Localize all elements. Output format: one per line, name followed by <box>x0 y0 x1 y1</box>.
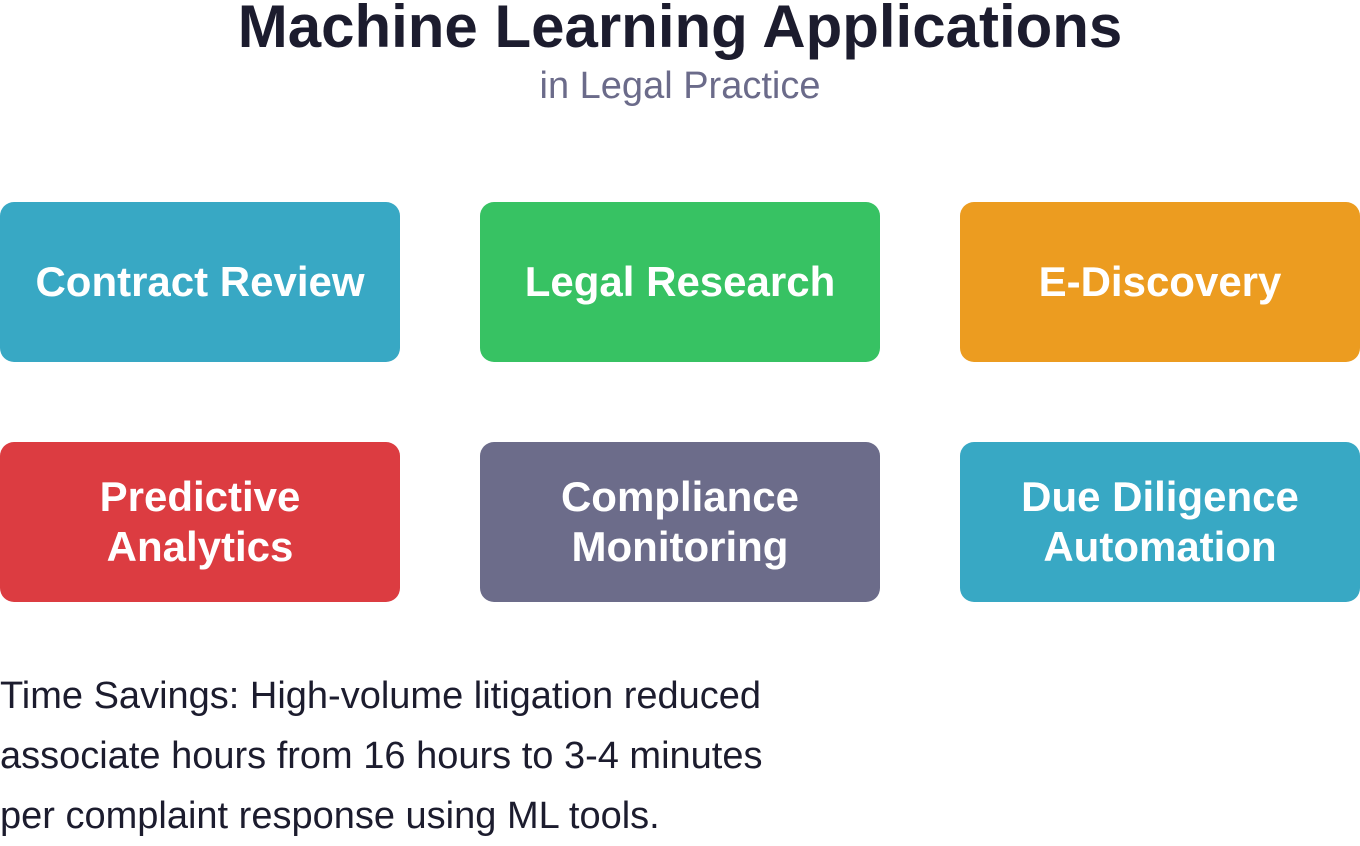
card-predictive-analytics: Predictive Analytics <box>0 442 400 602</box>
card-label: Legal Research <box>524 258 836 305</box>
card-contract-review: Contract Review <box>0 202 400 362</box>
card-label: E-Discovery <box>1038 258 1282 305</box>
card-compliance-monitoring: Compliance Monitoring <box>480 442 880 602</box>
card-label: Due Diligence Automation <box>1021 473 1299 570</box>
card-label: Contract Review <box>35 258 365 305</box>
page-subtitle: in Legal Practice <box>539 65 821 107</box>
note-line: associate hours from 16 hours to 3-4 min… <box>0 735 763 777</box>
card-label: Compliance Monitoring <box>560 473 800 570</box>
note-line: per complaint response using ML tools. <box>0 795 660 837</box>
card-due-diligence-automation: Due Diligence Automation <box>960 442 1360 602</box>
page-title: Machine Learning Applications <box>237 0 1123 60</box>
card-e-discovery: E-Discovery <box>960 202 1360 362</box>
card-label: Predictive Analytics <box>99 473 301 570</box>
time-savings-note: Time Savings: High-volume litigation red… <box>0 666 860 846</box>
card-legal-research: Legal Research <box>480 202 880 362</box>
note-line: Time Savings: High-volume litigation red… <box>0 675 762 717</box>
